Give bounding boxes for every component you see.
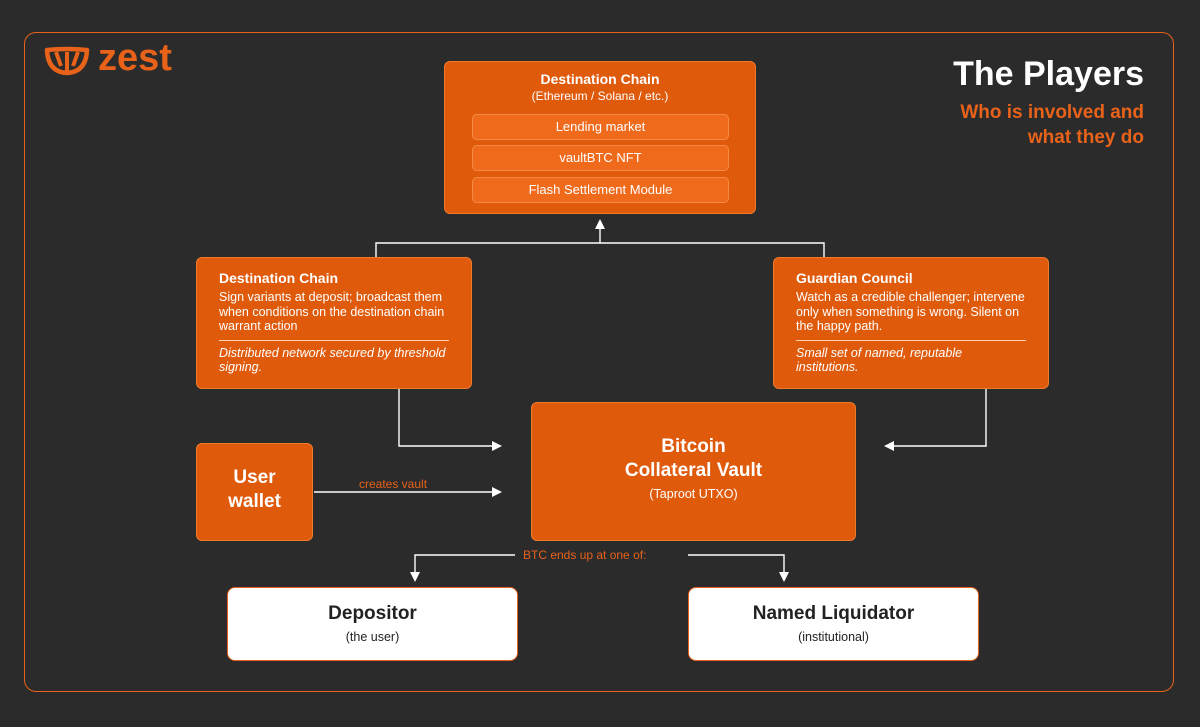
- edge-label-creates-vault: creates vault: [359, 477, 428, 491]
- liquidator-title: Named Liquidator: [752, 603, 915, 624]
- edge-right-to-dest: [600, 242, 825, 257]
- depositor-subtitle: (the user): [345, 630, 400, 644]
- module-flash-settlement: Flash Settlement Module: [472, 177, 729, 203]
- edge-to-depositor: [410, 554, 515, 582]
- divider: [796, 339, 1026, 341]
- edge-label-btc-ends-text: BTC ends up at one of:: [519, 548, 651, 562]
- depositor-box: Depositor (the user): [227, 587, 518, 661]
- destination-chain-box: Destination Chain (Ethereum / Solana / e…: [444, 61, 756, 214]
- destination-chain-title: Destination Chain: [540, 71, 660, 87]
- module-vaultbtc-nft: vaultBTC NFT: [472, 145, 729, 171]
- edge-left-to-dest: [375, 242, 600, 257]
- signers-description: Sign variants at deposit; broadcast them…: [219, 290, 445, 333]
- edge-label-btc-ends: BTC ends up at one of:: [519, 548, 651, 562]
- edge-left-to-vault: [398, 389, 502, 451]
- page-subtitle: Who is involved and what they do: [960, 102, 1144, 149]
- signers-note: Distributed network secured by threshold…: [219, 345, 446, 375]
- bitcoin-collateral-vault-box: Bitcoin Collateral Vault (Taproot UTXO): [531, 402, 856, 541]
- liquidator-subtitle: (institutional): [798, 630, 869, 644]
- vault-title-line1: Bitcoin: [661, 436, 726, 457]
- zest-logo-icon: [44, 46, 90, 76]
- destination-chain-subtitle: (Ethereum / Solana / etc.): [531, 89, 669, 103]
- wallet-line2: wallet: [228, 491, 281, 512]
- vault-subtitle: (Taproot UTXO): [649, 487, 738, 501]
- user-wallet-box: User wallet: [196, 443, 313, 541]
- guardian-title: Guardian Council: [796, 270, 913, 286]
- destination-chain-signers-box: Destination Chain Sign variants at depos…: [196, 257, 472, 389]
- edge-right-to-vault: [884, 389, 987, 451]
- edge-to-liquidator: [688, 554, 789, 582]
- guardian-description: Watch as a credible challenger; interven…: [796, 290, 1025, 333]
- page-title: The Players: [953, 55, 1144, 93]
- depositor-title: Depositor: [328, 603, 417, 624]
- diagram-frame: [24, 32, 1174, 692]
- brand-name: zest: [98, 37, 172, 79]
- signers-title: Destination Chain: [219, 270, 339, 286]
- divider: [219, 339, 449, 341]
- guardian-note: Small set of named, reputable institutio…: [796, 345, 963, 375]
- zest-logo: zest: [44, 37, 172, 80]
- guardian-council-box: Guardian Council Watch as a credible cha…: [773, 257, 1049, 389]
- title-block: The Players Who is involved and what the…: [914, 55, 1144, 151]
- vault-title-line2: Collateral Vault: [624, 460, 763, 481]
- wallet-line1: User: [233, 467, 276, 488]
- named-liquidator-box: Named Liquidator (institutional): [688, 587, 979, 661]
- module-lending-market: Lending market: [472, 114, 729, 140]
